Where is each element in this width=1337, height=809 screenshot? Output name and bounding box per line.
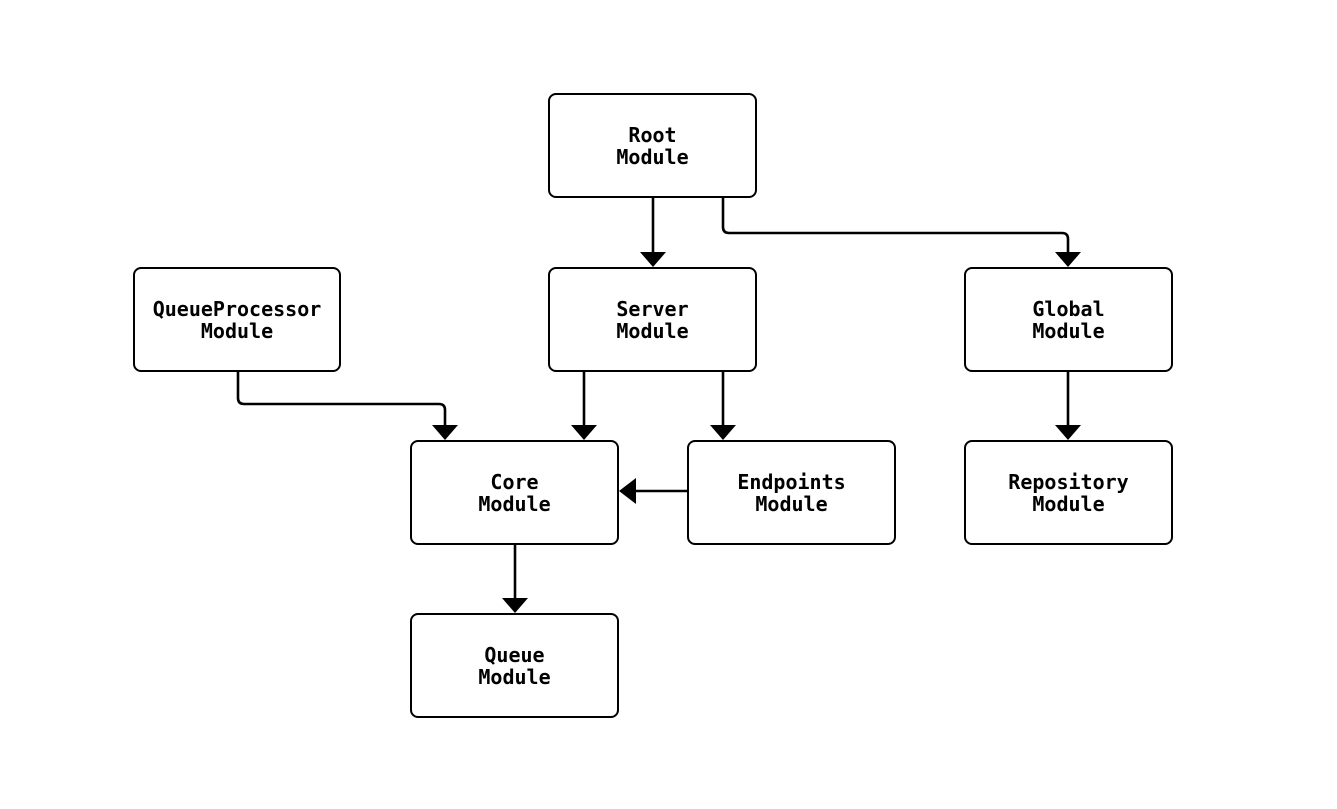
node-global-module-label-line2: Module (1032, 318, 1105, 343)
node-server-module-label-line2: Module (616, 318, 689, 343)
node-endpoints-module-label-line2: Module (755, 491, 828, 516)
node-core-module-label-line1: Core (490, 469, 539, 494)
node-endpoints-module-label-line1: Endpoints (737, 469, 846, 494)
arrowhead-global-to-repository (1055, 425, 1081, 440)
node-repository-module: Repository Module (964, 440, 1173, 545)
arrowhead-server-to-endpoints (710, 425, 736, 440)
node-server-module-label-line1: Server (616, 296, 689, 321)
edge-queueprocessor-to-core (236, 372, 447, 426)
arrowhead-core-to-queue (502, 598, 528, 613)
node-root-module-label-line1: Root (628, 122, 677, 147)
node-queue-module-label-line2: Module (478, 664, 551, 689)
node-core-module: Core Module (410, 440, 619, 545)
arrowhead-server-to-core (571, 425, 597, 440)
arrowhead-queueprocessor-to-core (432, 425, 458, 440)
node-repository-module-label-line1: Repository (1008, 469, 1129, 494)
node-queueprocessor-module: QueueProcessor Module (133, 267, 341, 372)
arrowhead-root-to-server (640, 252, 666, 267)
node-queue-module-label-line1: Queue (484, 642, 545, 667)
node-server-module: Server Module (548, 267, 757, 372)
node-repository-module-label-line2: Module (1032, 491, 1105, 516)
node-global-module-label-line1: Global (1032, 296, 1105, 321)
node-queueprocessor-module-label-line2: Module (200, 318, 274, 343)
edge-root-to-global (721, 198, 1070, 253)
node-core-module-label-line2: Module (478, 491, 551, 516)
arrowhead-endpoints-to-core (619, 478, 636, 504)
node-queue-module: Queue Module (410, 613, 619, 718)
node-global-module: Global Module (964, 267, 1173, 372)
node-endpoints-module: Endpoints Module (687, 440, 896, 545)
node-root-module-label-line2: Module (616, 144, 689, 169)
node-queueprocessor-module-label-line1: QueueProcessor (152, 296, 322, 321)
arrowhead-root-to-global (1055, 252, 1081, 267)
node-root-module: Root Module (548, 93, 757, 198)
